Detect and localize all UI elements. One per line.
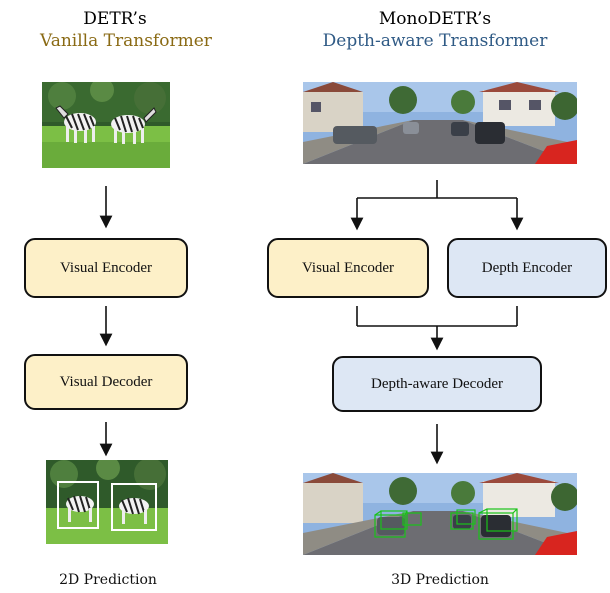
bbox-3d-group	[374, 508, 518, 540]
left-title-line1: DETR’s	[83, 9, 147, 29]
left-visual-decoder-label: Visual Decoder	[59, 373, 153, 390]
right-visual-encoder-label: Visual Encoder	[302, 259, 394, 276]
left-caption: 2D Prediction	[59, 572, 157, 588]
zebra-right	[111, 107, 157, 144]
right-title-line1: MonoDETR’s	[378, 9, 492, 29]
depth-encoder-label: Depth Encoder	[481, 259, 573, 276]
depth-aware-decoder-box: Depth-aware Decoder	[332, 356, 542, 412]
zebra-prediction-image	[46, 460, 168, 544]
street-input-image	[303, 82, 577, 164]
zebra-left	[55, 105, 96, 143]
right-caption: 3D Prediction	[391, 572, 489, 588]
zebra-input-image	[42, 82, 170, 168]
street-prediction-image	[303, 473, 577, 555]
bbox-2d-left	[57, 481, 99, 529]
left-title: DETR’s Vanilla Transformer	[40, 8, 212, 52]
left-visual-decoder-box: Visual Decoder	[24, 354, 188, 410]
bbox-2d-right	[111, 483, 157, 531]
right-title-line2: Depth-aware Transformer	[322, 31, 548, 51]
depth-aware-decoder-label: Depth-aware Decoder	[370, 375, 503, 392]
right-title: MonoDETR’s Depth-aware Transformer	[300, 8, 570, 52]
left-title-line2: Vanilla Transformer	[40, 31, 212, 51]
left-visual-encoder-box: Visual Encoder	[24, 238, 188, 298]
depth-encoder-box: Depth Encoder	[447, 238, 607, 298]
left-visual-encoder-label: Visual Encoder	[60, 259, 152, 276]
right-visual-encoder-box: Visual Encoder	[267, 238, 429, 298]
